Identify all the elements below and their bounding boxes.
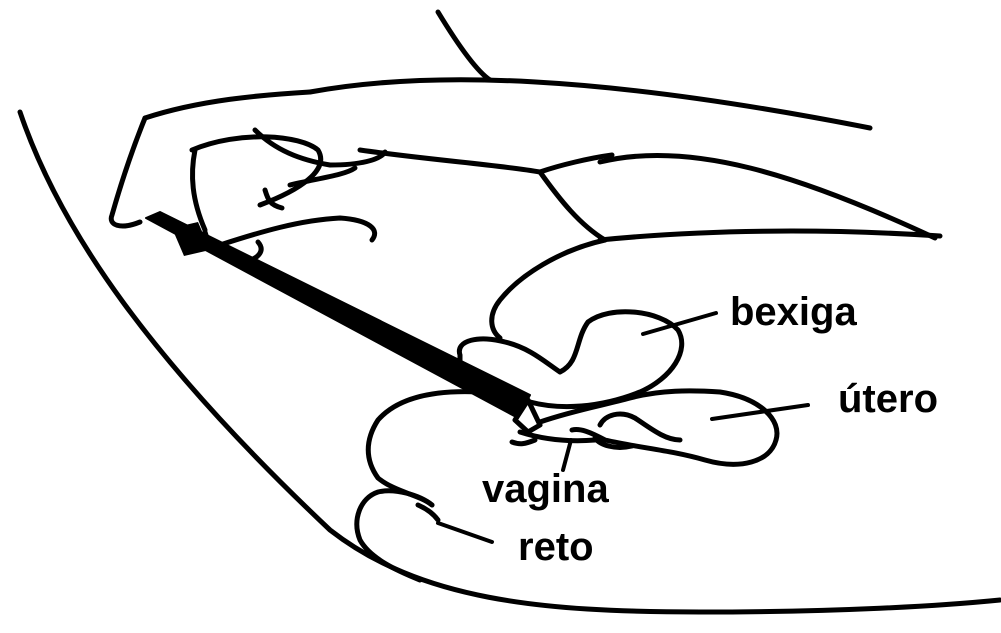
label-vagina: vagina: [482, 467, 609, 511]
finger-2: [192, 150, 205, 230]
forearm-line: [310, 80, 870, 128]
finger-4: [290, 168, 355, 185]
vaginal-wall: [368, 392, 480, 505]
hand-wrist-curve: [360, 150, 612, 172]
hand-palm: [111, 118, 145, 226]
vaginal-wall-lower: [512, 440, 535, 444]
rectum-inner: [418, 505, 438, 520]
uterus: [540, 391, 777, 464]
thigh-contour: [600, 155, 935, 238]
thumb: [220, 218, 375, 245]
pubic-line: [600, 231, 940, 240]
forearm-top-line: [438, 12, 490, 80]
cervix: [600, 414, 680, 440]
hand-wrist-lower: [540, 172, 605, 240]
finger-1: [192, 137, 321, 205]
label-utero: útero: [838, 377, 938, 421]
hand-outline: [145, 92, 310, 118]
label-bexiga: bexiga: [730, 290, 857, 334]
reto-leader: [438, 523, 492, 542]
label-reto: reto: [518, 525, 594, 569]
body-contour: [20, 112, 1000, 612]
vagina-leader: [563, 440, 571, 470]
